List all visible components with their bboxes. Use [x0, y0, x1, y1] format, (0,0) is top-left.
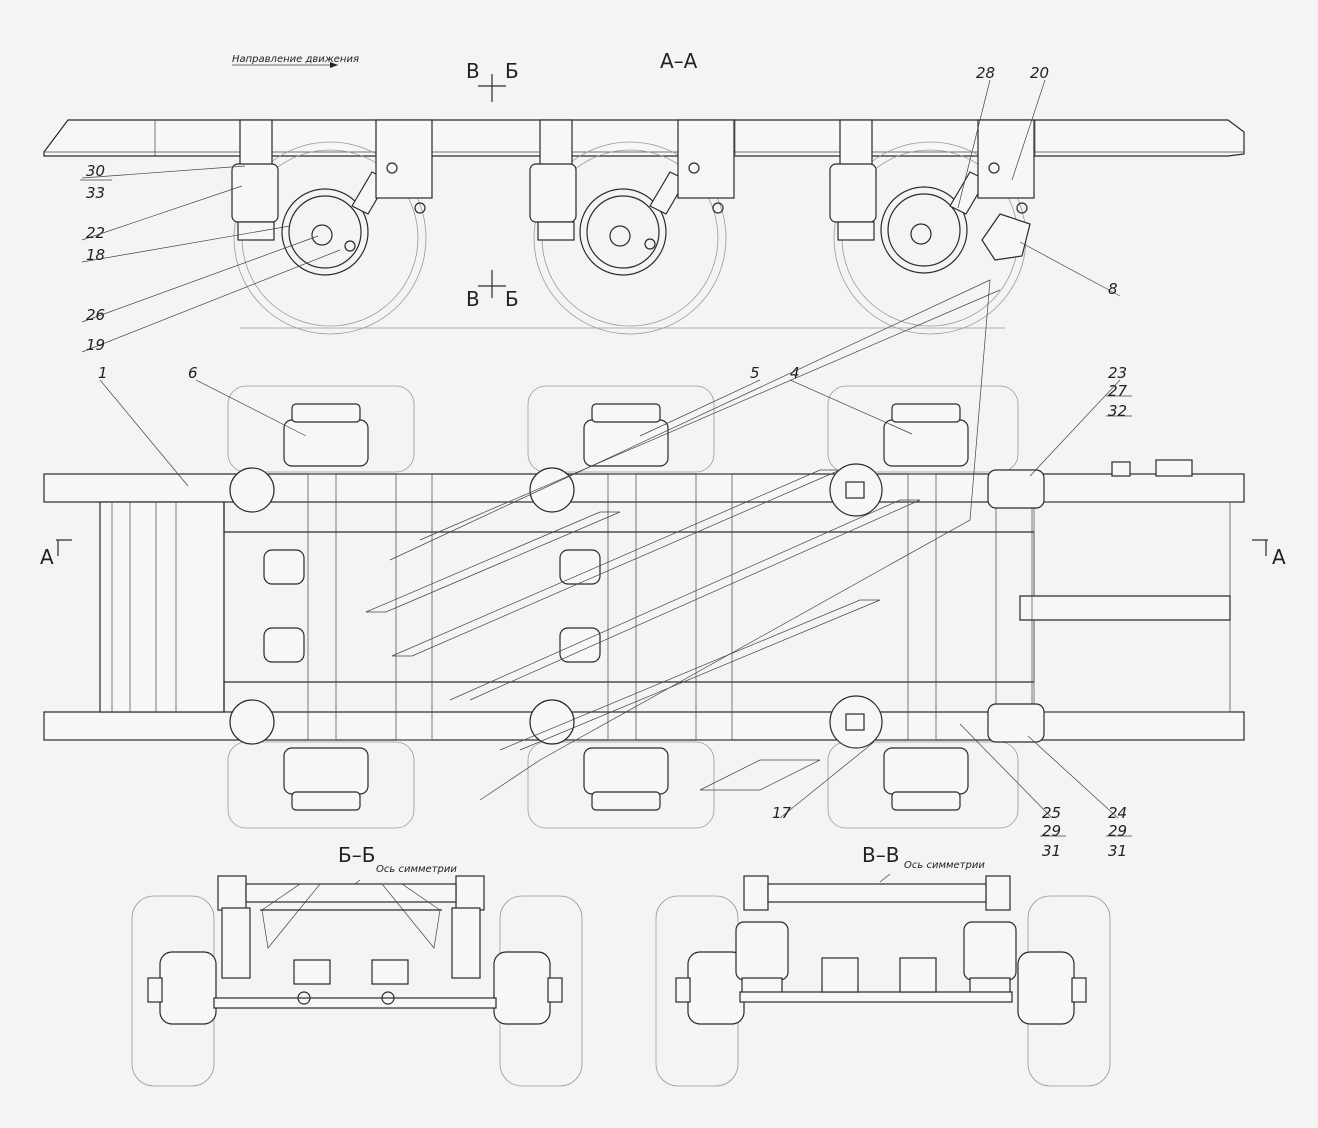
cut-top-right: Б	[505, 59, 519, 83]
view-a-right: А	[1272, 545, 1286, 569]
callout-31-a: 31	[1042, 842, 1061, 860]
callout-25: 25	[1042, 804, 1061, 822]
callout-18: 18	[86, 246, 105, 264]
callout-33: 33	[86, 184, 105, 202]
direction-arrow-icon	[330, 62, 338, 68]
axle-beam-vv	[739, 991, 1013, 1003]
cut-top-left: В	[466, 59, 480, 83]
callout-8: 8	[1108, 280, 1118, 298]
callout-27: 27	[1108, 382, 1128, 400]
section-vv: В–В Ось симметрии	[655, 843, 1111, 1087]
callout-19: 19	[86, 336, 105, 354]
side-view-aa: Направление движения А–А В Б В Б	[43, 49, 1245, 353]
callout-24: 24	[1108, 804, 1127, 822]
callout-29-b: 29	[1108, 822, 1127, 840]
side-axle-2	[529, 119, 735, 335]
plan-view: А А	[40, 279, 1286, 837]
frame-beam	[43, 119, 1245, 157]
plan-rail-bottom	[43, 711, 1245, 741]
callout-31-b: 31	[1108, 842, 1127, 860]
callout-4: 4	[790, 364, 800, 382]
section-bb-title: Б–Б	[338, 843, 375, 867]
direction-note: Направление движения	[232, 54, 359, 65]
callout-29-a: 29	[1042, 822, 1061, 840]
symmetry-note-bb: Ось симметрии	[376, 864, 457, 875]
cut-bottom-left: В	[466, 287, 480, 311]
plan-axles	[229, 463, 1045, 749]
callout-26: 26	[86, 306, 105, 324]
callout-28: 28	[976, 64, 995, 82]
callout-17: 17	[772, 804, 792, 822]
symmetry-note-vv: Ось симметрии	[904, 860, 985, 871]
callout-22: 22	[86, 224, 105, 242]
air-spring-left	[735, 921, 789, 981]
callout-5: 5	[750, 364, 760, 382]
axle-beam-bb	[213, 997, 497, 1009]
callout-32: 32	[1108, 402, 1127, 420]
view-a-left: А	[40, 545, 54, 569]
callout-30: 30	[86, 162, 105, 180]
side-axle-1	[231, 119, 433, 335]
callout-1: 1	[98, 364, 108, 382]
air-spring-right	[963, 921, 1017, 981]
callout-6: 6	[188, 364, 198, 382]
callout-23: 23	[1108, 364, 1127, 382]
cut-bottom-right: Б	[505, 287, 519, 311]
plan-rail-top	[43, 473, 1245, 503]
section-bb: Б–Б Ось симметрии	[131, 843, 583, 1087]
callout-20: 20	[1030, 64, 1049, 82]
air-spring	[231, 163, 279, 223]
section-vv-title: В–В	[862, 843, 899, 867]
section-aa-title: А–А	[660, 49, 698, 73]
